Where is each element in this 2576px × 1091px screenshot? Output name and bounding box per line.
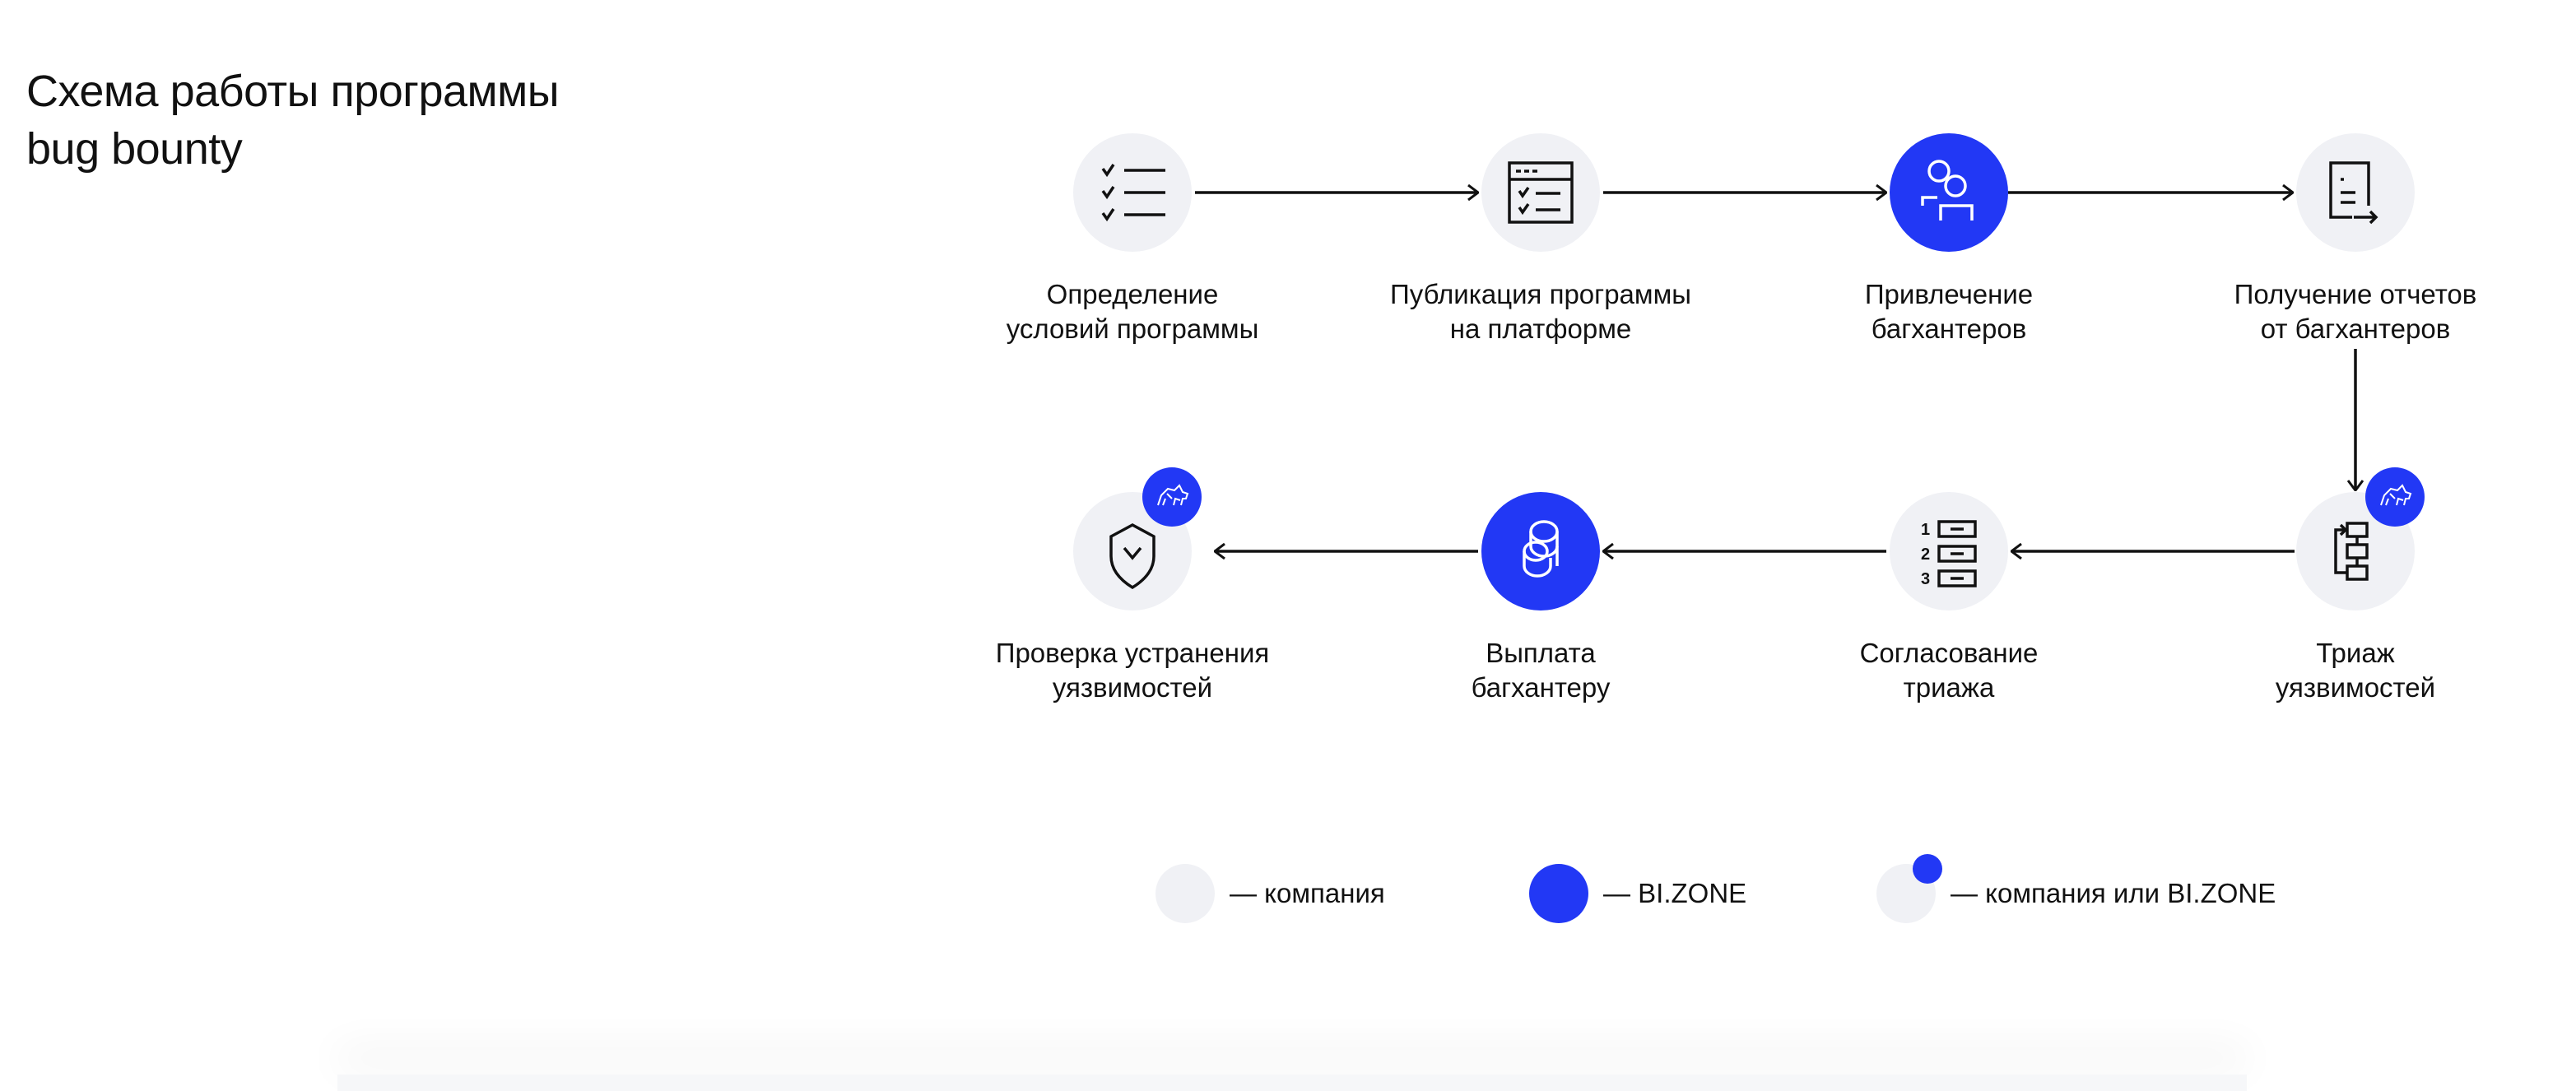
step-4-node	[2296, 133, 2415, 252]
svg-text:2: 2	[1921, 546, 1930, 564]
step-8-label: Проверка устранения уязвимостей	[927, 636, 1338, 705]
step-6-label: Согласование триажа	[1743, 636, 2155, 705]
label-line: Проверка устранения	[995, 638, 1270, 668]
report-icon	[2329, 161, 2378, 225]
label-line: Согласование	[1859, 638, 2039, 668]
legend-company-text: — компания	[1230, 878, 1385, 908]
step-8-node	[1073, 467, 1202, 610]
step-3-label: Привлечение багхантеров	[1743, 277, 2155, 346]
step-2-label: Публикация программы на платформе	[1335, 277, 1746, 346]
label-line: Публикация программы	[1390, 279, 1691, 309]
label-line: условий программы	[1006, 313, 1259, 344]
label-line: Триаж	[2316, 638, 2395, 668]
title-line-1: Схема работы программы	[26, 67, 560, 116]
title-line-2: bug bounty	[26, 124, 243, 174]
legend-company-swatch	[1155, 864, 1215, 923]
legend-mixed-badge	[1913, 854, 1942, 884]
users-icon	[1921, 160, 1974, 221]
bison-logo-icon	[1157, 484, 1189, 506]
bison-logo-icon	[2380, 484, 2412, 506]
numbered-list-icon: 1 2 3	[1921, 520, 1977, 588]
shield-check-icon	[1109, 523, 1155, 590]
label-line: Привлечение	[1864, 279, 2034, 309]
step-7-label: Выплата багхантеру	[1335, 636, 1746, 705]
bottom-card	[337, 1075, 2247, 1091]
label-line: уязвимостей	[1052, 672, 1213, 703]
label-line: от багхантеров	[2260, 313, 2451, 344]
label-line: Определение	[1046, 279, 1219, 309]
step-5-node	[2296, 467, 2425, 610]
step-1-label: Определение условий программы	[927, 277, 1338, 346]
browser-checklist-icon	[1508, 161, 1574, 224]
label-line: Получение отчетов	[2234, 279, 2477, 309]
triage-icon	[2334, 522, 2369, 581]
bizone-badge	[1142, 467, 1202, 527]
legend-mixed-text: — компания или BI.ZONE	[1951, 878, 2276, 908]
step-2-node	[1481, 133, 1600, 252]
label-line: Выплата	[1486, 638, 1596, 668]
svg-text:1: 1	[1921, 521, 1930, 539]
svg-text:3: 3	[1921, 570, 1930, 588]
page-title: Схема работы программы bug bounty	[26, 63, 560, 178]
label-line: на платформе	[1449, 313, 1632, 344]
step-7-node	[1481, 492, 1600, 610]
coins-icon	[1523, 520, 1559, 578]
legend-bizone-text: — BI.ZONE	[1603, 878, 1747, 908]
legend-bizone-swatch	[1529, 864, 1588, 923]
step-5-label: Триаж уязвимостей	[2150, 636, 2561, 705]
step-3-node	[1890, 133, 2008, 252]
checklist-icon	[1101, 164, 1165, 222]
step-6-node: 1 2 3	[1890, 492, 2008, 610]
step-1-node	[1073, 133, 1192, 252]
label-line: багхантеру	[1471, 672, 1611, 703]
bizone-badge	[2365, 467, 2425, 527]
step-4-label: Получение отчетов от багхантеров	[2150, 277, 2561, 346]
label-line: триажа	[1903, 672, 1995, 703]
label-line: багхантеров	[1871, 313, 2027, 344]
label-line: уязвимостей	[2275, 672, 2436, 703]
